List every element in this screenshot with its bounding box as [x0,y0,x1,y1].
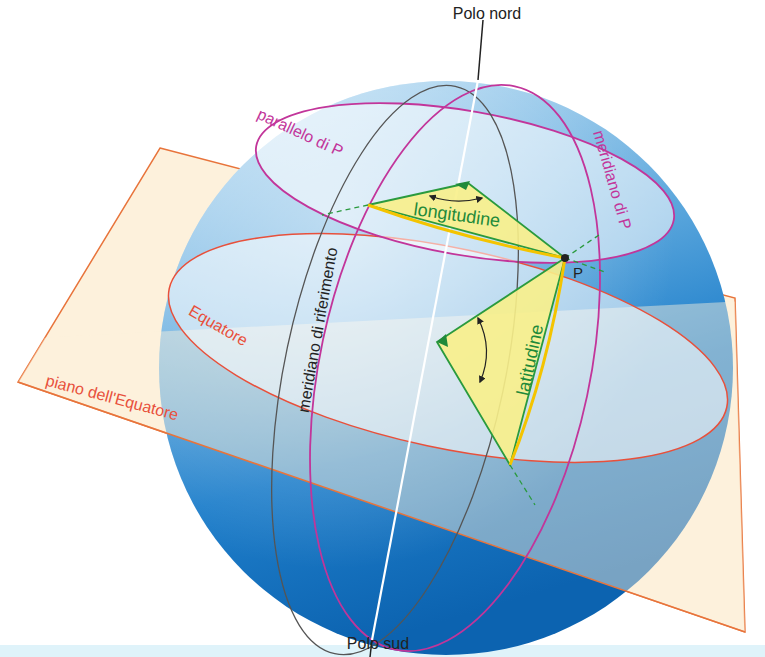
point-p [561,254,569,262]
parallel-label: parallelo di P [255,106,346,160]
pole-label: Polo sud [347,636,409,652]
parallel-ellipse [244,75,687,290]
angle-label: longitudine [413,200,502,230]
equator-label: Equatore [186,303,250,349]
dashed-extension [565,233,602,258]
axis-top [478,20,483,80]
meridian-label: meridiano di P [590,129,634,232]
meridian-label: meridiano di riferimento [296,246,341,413]
latitude-angle [437,258,565,465]
angle-mark [437,334,448,347]
dashed-extension [510,465,535,505]
longitude-angle [368,183,565,258]
point-label: P [573,265,583,280]
dashed-extension [565,258,605,272]
latitude-arc [510,258,565,465]
angle-label: latitudine [514,323,547,397]
dashed-extension [322,205,368,215]
angle-mark [455,181,470,190]
angle-arrow [478,318,487,382]
plane-label: piano dell'Equatore [44,373,180,424]
angle-arrow [430,196,482,201]
pole-label: Polo nord [453,6,522,22]
